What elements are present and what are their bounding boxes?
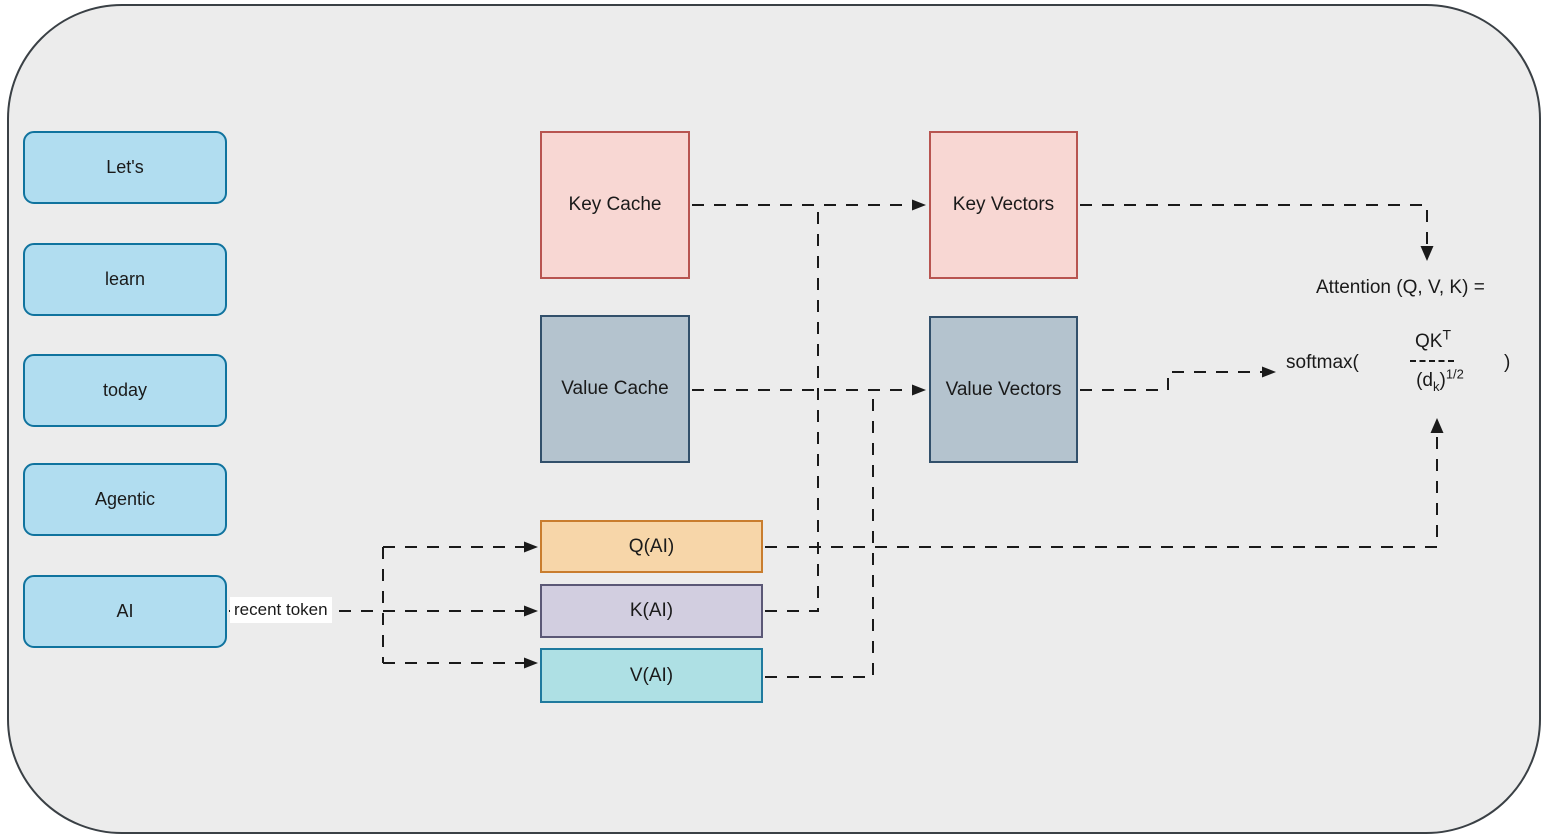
- fraction-numerator: QKT: [1398, 328, 1468, 353]
- value-vectors-box[interactable]: Value Vectors: [929, 316, 1078, 463]
- token-box-today[interactable]: today: [23, 354, 227, 427]
- denominator-open: (d: [1416, 370, 1433, 391]
- denominator-superscript: 1/2: [1445, 366, 1464, 382]
- key-vectors-label: Key Vectors: [952, 194, 1055, 215]
- arrowhead-qai: [524, 541, 538, 553]
- key-vectors-box[interactable]: Key Vectors: [929, 131, 1078, 279]
- value-cache-box[interactable]: Value Cache: [540, 315, 690, 463]
- recent-token-label: recent token: [230, 597, 332, 623]
- connector-keyvectors-to-attention: [1080, 204, 1428, 246]
- numerator-base: QK: [1414, 331, 1443, 352]
- softmax-close-paren: ): [1504, 352, 1511, 373]
- arrowhead-attention-down: [1420, 246, 1434, 261]
- connector-kai-to-keyline: [765, 207, 819, 612]
- arrowhead-softmax: [1262, 366, 1276, 378]
- token-label: Agentic: [94, 489, 156, 509]
- token-box-ai[interactable]: AI: [23, 575, 227, 648]
- value-cache-label: Value Cache: [561, 378, 669, 399]
- key-cache-box[interactable]: Key Cache: [540, 131, 690, 279]
- fraction-bar: [1410, 360, 1454, 362]
- denominator-subscript: k: [1433, 378, 1440, 394]
- arrowhead-fraction-up: [1430, 418, 1444, 433]
- numerator-superscript: T: [1442, 326, 1451, 343]
- diagram-background-panel: [7, 4, 1541, 834]
- token-label: Let's: [106, 157, 144, 177]
- token-label: AI: [116, 601, 134, 621]
- v-ai-box[interactable]: V(AI): [540, 648, 763, 703]
- denominator-close: ): [1439, 370, 1446, 391]
- key-cache-label: Key Cache: [568, 194, 662, 215]
- token-label: today: [102, 380, 148, 400]
- q-ai-box[interactable]: Q(AI): [540, 520, 763, 573]
- v-ai-label: V(AI): [629, 664, 674, 686]
- connector-vai-to-valueline: [765, 392, 874, 678]
- arrowhead-valuevectors: [912, 384, 926, 396]
- token-label: learn: [104, 269, 146, 289]
- k-ai-label: K(AI): [629, 600, 674, 621]
- q-ai-label: Q(AI): [628, 535, 675, 557]
- arrowhead-kai: [524, 605, 538, 617]
- softmax-open: softmax(: [1286, 352, 1359, 373]
- value-vectors-label: Value Vectors: [945, 378, 1062, 400]
- fraction-denominator: (dk)1/2: [1396, 366, 1484, 394]
- connector-valuevectors-to-softmax: [1080, 371, 1262, 391]
- arrowhead-vai: [524, 657, 538, 669]
- attention-formula-lhs: Attention (Q, V, K) =: [1316, 277, 1485, 298]
- token-box-learn[interactable]: learn: [23, 243, 227, 316]
- token-box-agentic[interactable]: Agentic: [23, 463, 227, 536]
- token-box-lets[interactable]: Let's: [23, 131, 227, 204]
- arrowhead-keyvectors: [912, 199, 926, 211]
- k-ai-box[interactable]: K(AI): [540, 584, 763, 638]
- connector-qai-to-fraction: [765, 433, 1438, 548]
